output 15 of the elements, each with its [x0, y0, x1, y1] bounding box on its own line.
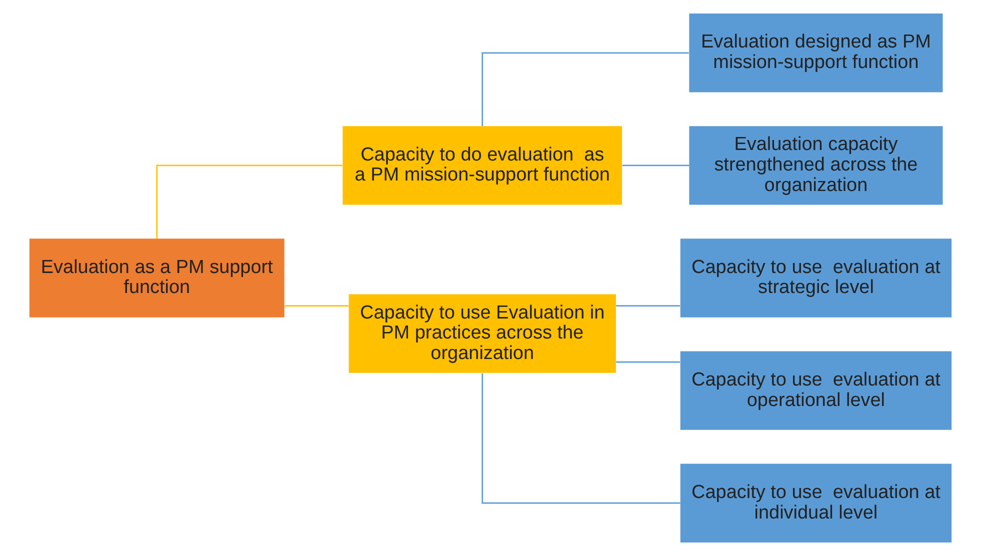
node-box: Capacity to use evaluation at individual level [680, 464, 952, 542]
connector [482, 52, 689, 126]
node-box: Capacity to use evaluation at operational level [680, 351, 952, 430]
node-box: Capacity to do evaluation as a PM mission-support function [342, 126, 622, 205]
connector [616, 305, 680, 306]
connector [156, 164, 342, 239]
node-box: Evaluation as a PM support function [29, 238, 284, 318]
node-box: Evaluation designed as PM mission-support function [689, 14, 943, 92]
connector [284, 305, 349, 306]
node-box: Evaluation capacity strengthened across the organization [689, 126, 943, 205]
connector [482, 373, 680, 504]
connector [622, 164, 690, 166]
connector [616, 361, 680, 363]
node-box: Capacity to use Evaluation in PM practices across the organization [348, 294, 616, 373]
node-box: Capacity to use evaluation at strategic level [680, 238, 952, 318]
